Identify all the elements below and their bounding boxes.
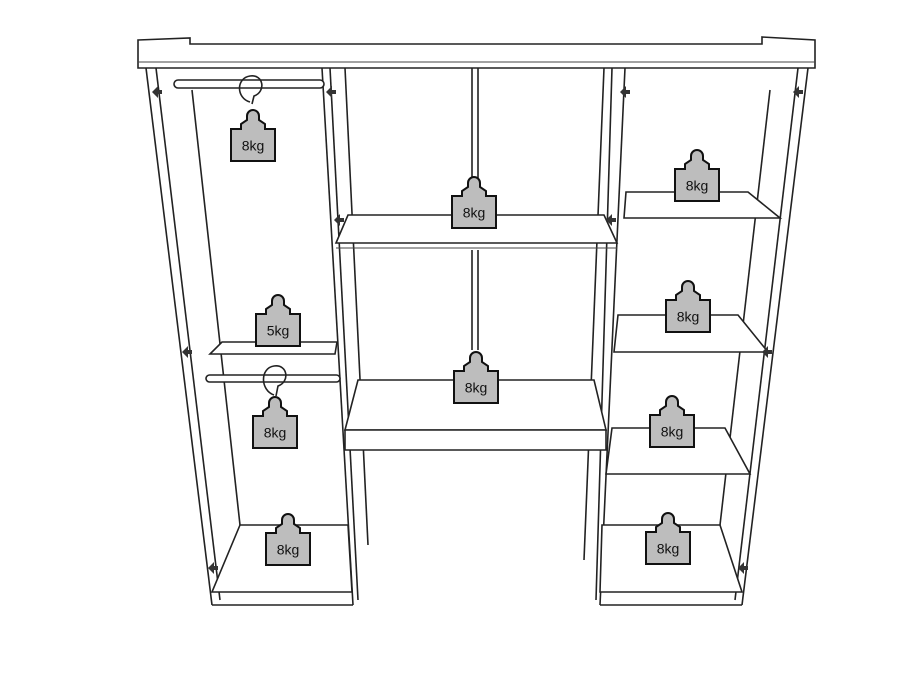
weight-label: 8kg	[677, 309, 700, 325]
weight-center-bottom: 8kg	[453, 351, 499, 404]
weight-label: 8kg	[465, 380, 488, 396]
weight-label: 8kg	[657, 541, 680, 557]
weight-label: 5kg	[267, 323, 290, 339]
left-upper-rail	[173, 79, 325, 89]
weight-left-rail-bottom: 8kg	[252, 396, 298, 449]
left-divider-panel	[321, 67, 369, 606]
weight-right-base: 8kg	[645, 512, 691, 565]
left-side-panel	[145, 67, 241, 606]
weight-label: 8kg	[264, 425, 287, 441]
left-lower-rail	[205, 374, 341, 383]
weight-label: 8kg	[242, 138, 265, 154]
weight-right-shelf-3: 8kg	[649, 395, 695, 448]
weight-center-top: 8kg	[451, 176, 497, 229]
weight-label: 8kg	[463, 205, 486, 221]
center-rods	[471, 68, 479, 350]
center-bottom-shelf	[343, 379, 608, 451]
weight-left-base: 8kg	[265, 513, 311, 566]
hinge-icons	[152, 86, 803, 574]
weight-right-shelf-1: 8kg	[674, 149, 720, 202]
weight-label: 8kg	[661, 424, 684, 440]
hanger-icon-top	[238, 75, 263, 105]
weight-label: 8kg	[686, 178, 709, 194]
weights-layer: 8kg 8kg 8kg 5kg 8kg 8kg 8kg 8kg 8kg 8kg	[230, 109, 720, 566]
hanger-icon-bottom	[262, 365, 287, 397]
top-board	[137, 36, 816, 69]
weight-right-shelf-2: 8kg	[665, 280, 711, 333]
right-divider-panel	[583, 67, 626, 606]
weight-label: 8kg	[277, 542, 300, 558]
weight-left-shelf: 5kg	[255, 294, 301, 347]
weight-left-rail-top: 8kg	[230, 109, 276, 162]
